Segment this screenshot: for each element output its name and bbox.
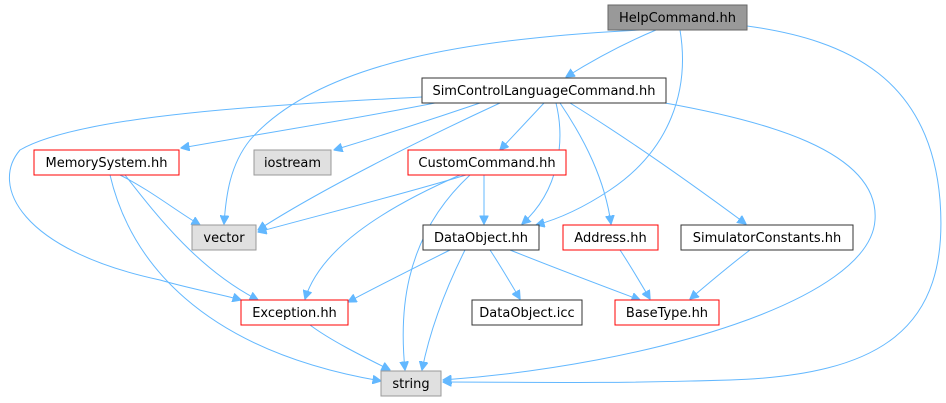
edge-customcommand-to-exception [305,174,461,299]
node-helpcommand[interactable]: HelpCommand.hh [607,4,748,31]
edge-helpcommand-to-simcontrol [566,29,657,77]
node-dataobject[interactable]: DataObject.hh [422,224,540,251]
node-string[interactable]: string [380,370,442,397]
edge-simcontrol-to-exception [8,96,423,300]
node-label-address: Address.hh [574,231,646,246]
node-box-simulatorconstants [680,224,854,251]
node-label-exception: Exception.hh [252,306,337,321]
node-box-memorysystem [33,149,180,176]
node-box-dataobjecticc [471,299,583,326]
node-box-helpcommand [607,4,748,31]
node-box-customcommand [407,149,567,176]
edge-helpcommand-to-vector [224,29,641,224]
node-label-dataobject: DataObject.hh [434,231,528,246]
edge-simcontrol-to-address [559,102,611,224]
node-label-vector: vector [203,231,245,246]
node-exception[interactable]: Exception.hh [240,299,349,326]
edge-dataobject-to-string [422,249,466,370]
edge-address-to-basetype [619,249,650,299]
node-vector[interactable]: vector [191,224,257,251]
edge-simcontrol-to-customcommand [500,102,545,150]
node-memorysystem[interactable]: MemorySystem.hh [33,149,180,176]
node-box-simcontrol [421,77,667,104]
edge-memorysystem-to-exception [124,174,258,300]
edge-simcontrol-to-simulatorconstants [569,102,746,224]
node-label-helpcommand: HelpCommand.hh [619,11,736,26]
edge-customcommand-to-vector [258,174,467,232]
node-simcontrol[interactable]: SimControlLanguageCommand.hh [421,77,667,104]
node-address[interactable]: Address.hh [562,224,659,251]
edge-simulatorconstants-to-basetype [690,249,751,299]
node-label-string: string [392,377,429,392]
node-simulatorconstants[interactable]: SimulatorConstants.hh [680,224,854,251]
node-box-exception [240,299,349,326]
nodes-layer: HelpCommand.hhSimControlLanguageCommand.… [33,4,854,397]
node-box-vector [191,224,257,251]
node-iostream[interactable]: iostream [253,149,332,176]
edge-dataobject-to-basetype [509,249,640,300]
edge-dataobject-to-exception [348,249,451,302]
node-label-customcommand: CustomCommand.hh [418,156,555,171]
node-customcommand[interactable]: CustomCommand.hh [407,149,567,176]
node-box-basetype [614,299,720,326]
node-box-address [562,224,659,251]
node-label-basetype: BaseType.hh [626,306,708,321]
node-label-iostream: iostream [264,156,321,171]
edge-exception-to-string [309,324,390,370]
edge-memorysystem-to-string [109,174,381,381]
node-label-simulatorconstants: SimulatorConstants.hh [693,231,842,246]
edges-layer [8,25,942,383]
node-label-dataobjecticc: DataObject.icc [479,306,574,321]
edge-simcontrol-to-memorysystem [181,101,441,148]
node-box-iostream [253,149,332,176]
node-basetype[interactable]: BaseType.hh [614,299,720,326]
node-dataobjecticc[interactable]: DataObject.icc [471,299,583,326]
edge-customcommand-to-string [403,174,471,370]
node-label-simcontrol: SimControlLanguageCommand.hh [432,84,655,99]
edge-simcontrol-to-iostream [334,102,481,150]
node-label-memorysystem: MemorySystem.hh [46,156,168,171]
node-box-string [380,370,442,397]
edge-simcontrol-to-string [443,102,876,380]
edge-dataobject-to-dataobjecticc [489,249,520,299]
edge-helpcommand-to-string [443,25,942,383]
node-box-dataobject [422,224,540,251]
edge-helpcommand-to-dataobject [536,29,683,225]
edge-simcontrol-to-vector [258,102,501,230]
